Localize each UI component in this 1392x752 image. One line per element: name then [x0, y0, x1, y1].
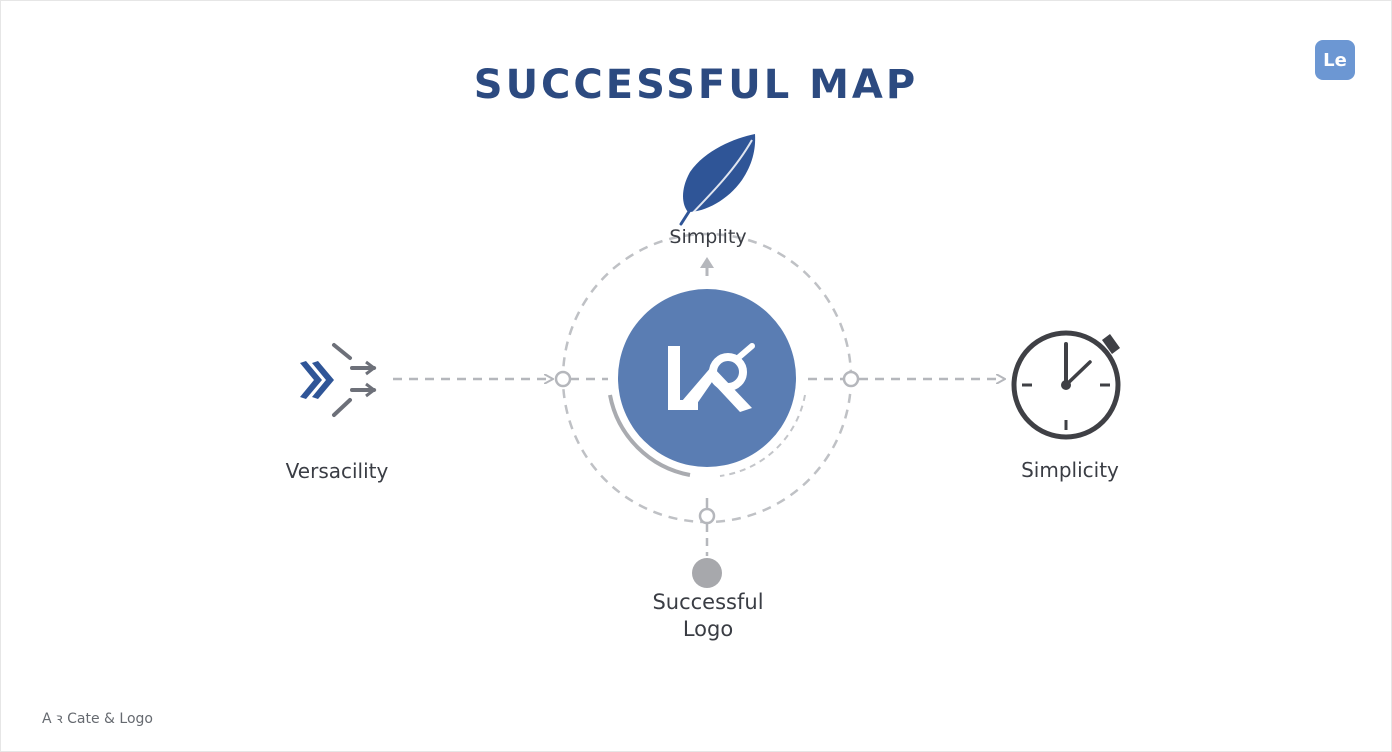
inner-dashed-arc: [719, 394, 806, 477]
node-label-bottom-line2: Logo: [682, 617, 734, 641]
node-label-left: Versacility: [285, 459, 389, 483]
up-arrow-icon: [700, 257, 714, 276]
node-label-bottom: Successful Logo: [608, 589, 808, 643]
diagram-title: SUCCESSFUL MAP: [473, 62, 919, 108]
footer-caption: A ꝛ Cate & Logo: [42, 711, 153, 727]
feather-icon: [679, 134, 756, 226]
corner-logo-icon: Le: [1315, 40, 1355, 80]
node-label-bottom-line1: Successful: [652, 590, 764, 614]
inner-solid-arc: [608, 394, 691, 477]
bottom-ring-node: [698, 507, 716, 525]
node-label-top: Simplity: [669, 226, 747, 248]
stopwatch-icon: [1011, 330, 1121, 440]
gray-dot-icon: [692, 558, 722, 588]
chevrons-arrows-icon: [300, 343, 377, 417]
right-ring-node: [842, 370, 860, 388]
lk-logo-icon: [618, 289, 796, 467]
node-label-right: Simplicity: [1021, 458, 1119, 482]
left-ring-node: [554, 370, 572, 388]
